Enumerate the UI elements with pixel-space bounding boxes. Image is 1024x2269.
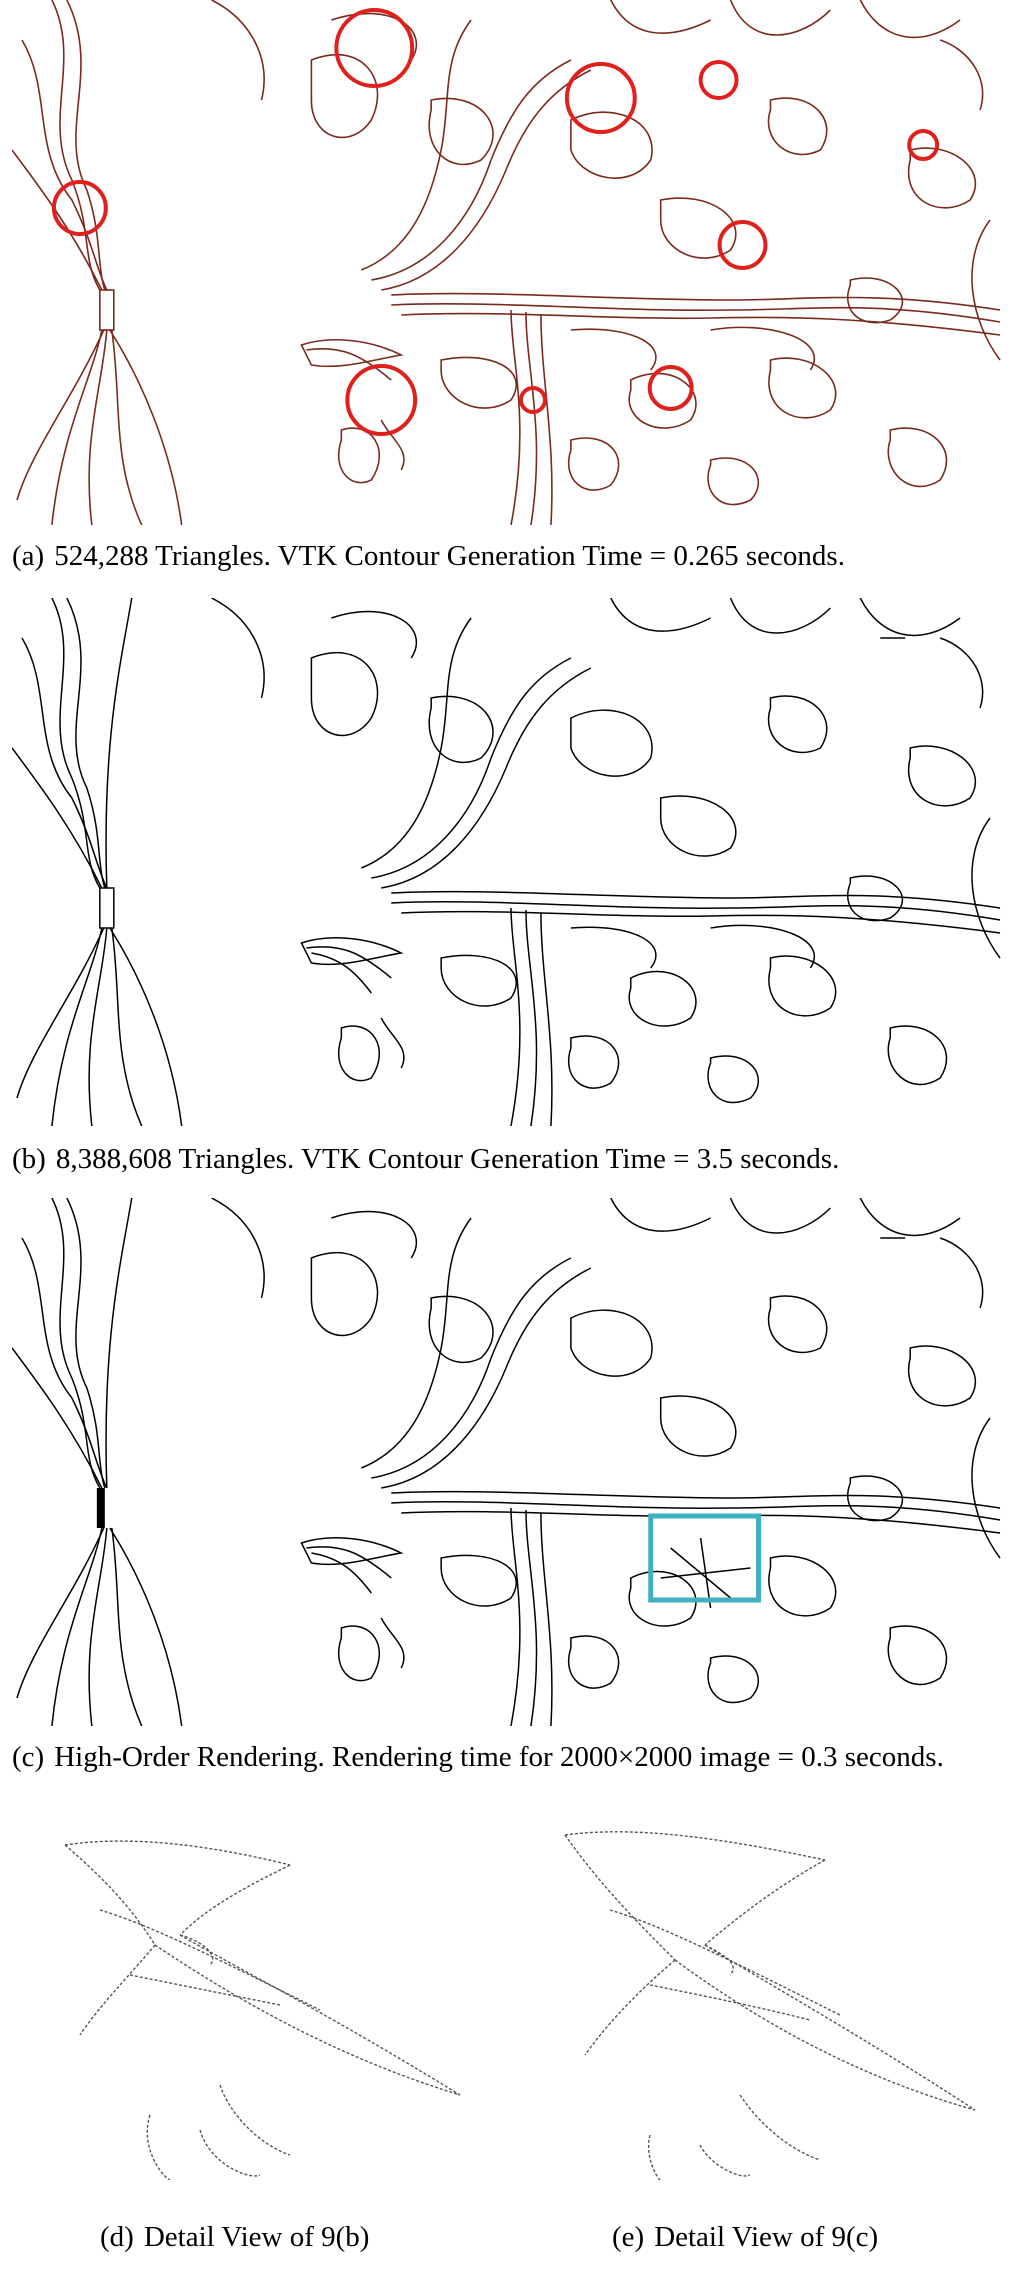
caption-d-text: Detail View of 9(b): [143, 2221, 370, 2253]
caption-e-text: Detail View of 9(c): [654, 2221, 879, 2253]
contour-lines-c: [12, 1198, 1001, 1726]
contour-plot-c-svg: [12, 1198, 1001, 1726]
caption-d-label: (d): [100, 2221, 134, 2253]
wall-segment-c: [96, 1488, 105, 1528]
caption-c-text: High-Order Rendering. Rendering time for…: [54, 1741, 944, 1773]
detail-view-d: [30, 1815, 500, 2180]
caption-c-label: (c): [12, 1741, 45, 1773]
detail-lines-d: [64, 1840, 461, 2180]
caption-b-label: (b): [12, 1143, 46, 1175]
caption-e: (e) Detail View of 9(c): [612, 2218, 878, 2256]
detail-region-box: [648, 1513, 761, 1603]
highlight-circles-a: [51, 8, 940, 436]
caption-d: (d) Detail View of 9(b): [100, 2218, 369, 2256]
contour-plot-b: [12, 598, 1010, 1126]
caption-e-label: (e): [612, 2221, 645, 2253]
contour-plot-b-svg: [12, 598, 1001, 1126]
contour-plot-a-svg: [12, 0, 1001, 525]
caption-a-label: (a): [12, 540, 45, 572]
contour-lines-b: [12, 598, 1001, 1126]
contour-lines-a: [12, 0, 1001, 525]
detail-view-e-svg: [564, 1831, 976, 2180]
caption-b: (b) 8,388,608 Triangles. VTK Contour Gene…: [12, 1140, 839, 1178]
detail-view-e: [540, 1815, 1010, 2180]
detail-view-d-svg: [64, 1840, 461, 2180]
caption-b-text: 8,388,608 Triangles. VTK Contour Generat…: [55, 1143, 840, 1175]
detail-lines-e: [564, 1831, 976, 2180]
caption-a: (a) 524,288 Triangles. VTK Contour Genera…: [12, 537, 845, 575]
caption-c: (c) High-Order Rendering. Rendering time …: [12, 1738, 1012, 1776]
caption-a-text: 524,288 Triangles. VTK Contour Generatio…: [54, 540, 845, 572]
contour-plot-a: [12, 0, 1010, 525]
contour-plot-c: [12, 1198, 1010, 1726]
